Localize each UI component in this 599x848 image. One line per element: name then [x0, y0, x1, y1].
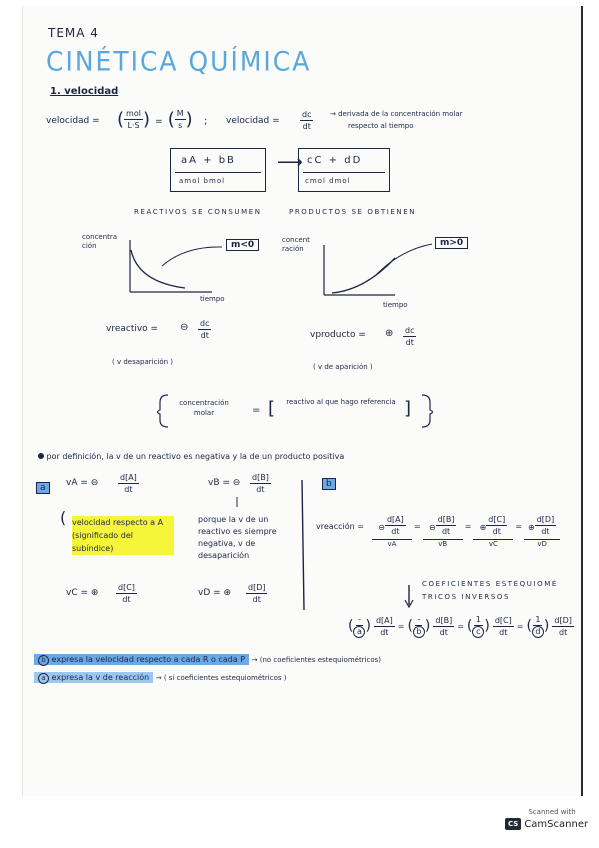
def-box-equals: = — [252, 405, 261, 416]
topic-number: TEMA 4 — [48, 26, 99, 40]
coef-note-2: TRICOS INVERSOS — [422, 593, 511, 601]
vc-label: vC = ⊕ — [66, 588, 99, 598]
reactants-box: aA + bB amol bmol — [170, 148, 266, 192]
derivative-note-line1: → derivada de la concentración molar — [330, 110, 463, 118]
left-graph-xlabel: tiempo — [200, 295, 225, 303]
reaction-rate-terms: ⊖d[A]dt vA = ⊖d[B]dt vB = ⊕d[C]dt vC = ⊕… — [372, 514, 572, 548]
products-box: cC + dD cmol dmol — [298, 148, 390, 192]
def-box-left: concentración molar — [179, 399, 229, 417]
equals-sign: = — [155, 117, 163, 127]
left-graph-ylabel: concentra ción — [82, 233, 118, 250]
term-b: ⊖d[B]dt vB — [422, 514, 463, 548]
right-curve — [331, 257, 396, 294]
reaction-arrow-icon: ⟶ — [277, 152, 303, 173]
page-title: CINÉTICA QUÍMICA — [46, 46, 312, 77]
footer-note-b: b expresa la velocidad respecto a cada R… — [34, 654, 381, 666]
products-label: PRODUCTOS SE OBTIENEN — [289, 208, 417, 216]
right-tangent-arrow — [374, 243, 433, 277]
coef-note-1: COEFICIENTES ESTEQUIOMÉ — [422, 580, 558, 588]
desaparicion-note: ( v desaparición ) — [112, 358, 174, 366]
va-label: vA = ⊖ — [66, 478, 99, 488]
v-reaccion-label: vreacción = — [316, 522, 364, 531]
va-fraction: d[A]dt — [118, 473, 139, 494]
left-curve — [130, 249, 186, 289]
seconds-symbol: s — [178, 121, 183, 130]
negative-reason-note: porque la v de un reactivo es siempre ne… — [198, 515, 277, 560]
term-a: ⊖d[A]dt vA — [372, 514, 412, 548]
vc-fraction: d[C]dt — [116, 583, 137, 604]
right-graph-xlabel: tiempo — [383, 301, 408, 309]
positive-slope-tag: m>0 — [435, 237, 469, 249]
def-box-right: reactivo al que hago referencia — [286, 398, 396, 406]
vd-label: vD = ⊕ — [198, 588, 232, 598]
reactants-label: REACTIVOS SE CONSUMEN — [134, 208, 262, 216]
vd-fraction: d[D]dt — [246, 583, 268, 604]
section-heading: 1. velocidad — [50, 86, 119, 97]
velocity-label: velocidad = — [46, 116, 100, 126]
marker-a: a — [36, 482, 50, 494]
vb-label: vB = ⊖ — [208, 478, 241, 488]
right-graph-ylabel: concent ración — [282, 236, 310, 253]
derivative-note-line2: respecto al tiempo — [348, 122, 414, 130]
v-producto-label: vproducto = — [310, 330, 366, 340]
negative-slope-tag: m<0 — [226, 239, 260, 251]
minus-sign: ⊖ — [180, 322, 189, 333]
separator: ; — [204, 116, 208, 127]
velocity-label-2: velocidad = — [226, 116, 280, 126]
v-reactivo-label: vreactivo = — [106, 324, 159, 334]
definition-rule: por definición, la v de un reactivo es n… — [38, 452, 344, 461]
subscript-note: velocidad respecto a A (significado del … — [72, 516, 174, 555]
marker-b: b — [322, 478, 336, 490]
camscanner-logo-icon: CS — [505, 818, 522, 830]
vb-fraction: d[B]dt — [250, 473, 271, 494]
plus-sign: ⊕ — [385, 328, 394, 339]
term-c: ⊕d[C]dt vC — [473, 514, 514, 548]
units-numerator: mol — [124, 109, 143, 120]
part-a-divider — [301, 479, 305, 611]
term-d: ⊕d[D]dt vD — [524, 514, 561, 548]
molarity-symbol: M — [174, 109, 186, 120]
units-denominator: L·S — [127, 121, 140, 130]
footer-note-a: a expresa la v de reacción → ( sí coefic… — [34, 672, 286, 684]
left-tangent-arrow — [161, 246, 223, 267]
aparicion-note: ( v de aparición ) — [313, 363, 373, 371]
scanner-watermark: Scanned with CS CamScanner — [505, 808, 588, 840]
